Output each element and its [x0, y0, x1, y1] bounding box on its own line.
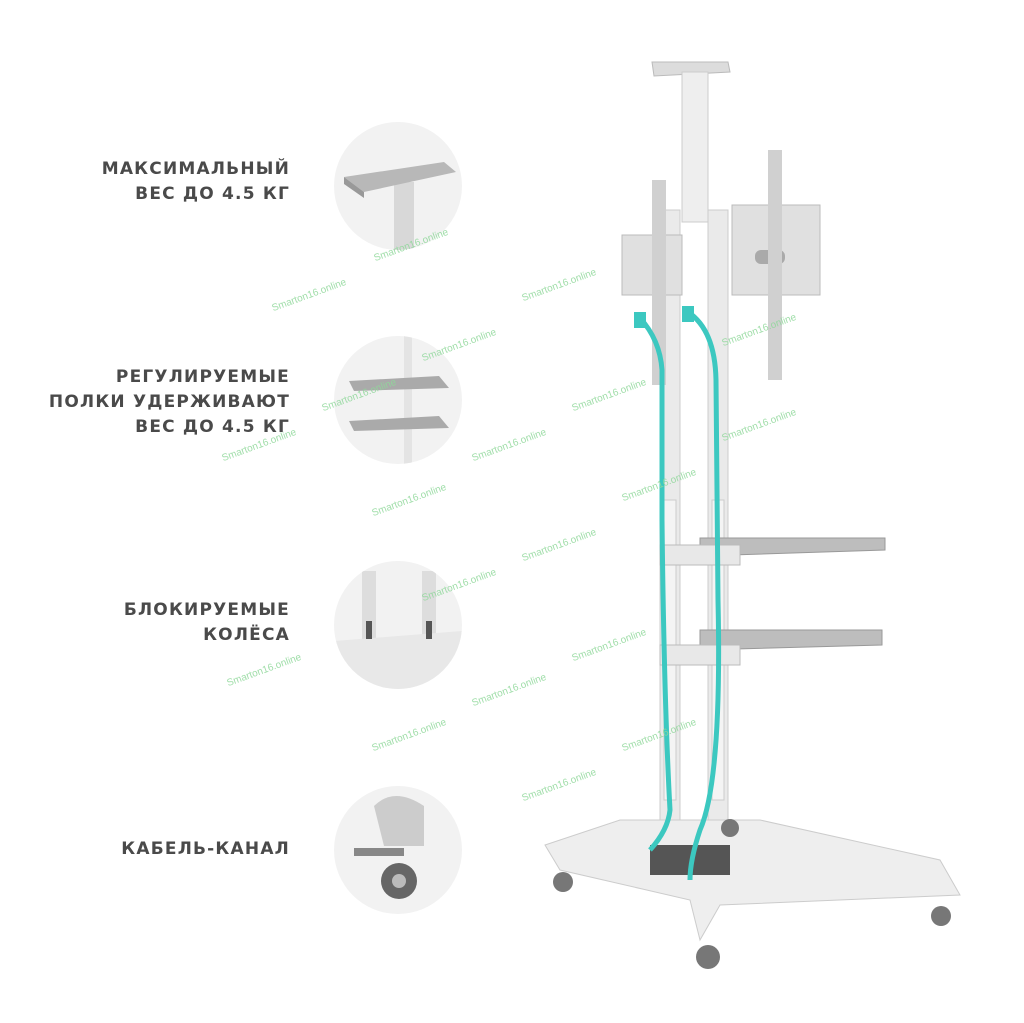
- feature-label-top-shelf: МАКСИМАЛЬНЫЙ ВЕС ДО 4.5 КГ: [102, 157, 290, 207]
- label-line: КАБЕЛЬ-КАНАЛ: [121, 839, 290, 859]
- label-line: ПОЛКИ УДЕРЖИВАЮТ: [48, 392, 290, 412]
- label-line: РЕГУЛИРУЕМЫЕ: [115, 367, 290, 387]
- feature-label-wheels: БЛОКИРУЕМЫЕ КОЛЁСА: [124, 598, 290, 648]
- detail-image-top-shelf: [334, 122, 462, 250]
- detail-image-shelves: [334, 336, 462, 464]
- label-line: ВЕС ДО 4.5 КГ: [135, 417, 290, 437]
- detail-image-wheels: [334, 561, 462, 689]
- label-line: МАКСИМАЛЬНЫЙ: [101, 159, 290, 179]
- feature-label-cable: КАБЕЛЬ-КАНАЛ: [121, 837, 290, 862]
- feature-label-shelves: РЕГУЛИРУЕМЫЕ ПОЛКИ УДЕРЖИВАЮТ ВЕС ДО 4.5…: [49, 365, 290, 440]
- label-line: КОЛЁСА: [203, 625, 290, 645]
- detail-image-caster: [334, 786, 462, 914]
- label-line: БЛОКИРУЕМЫЕ: [123, 600, 290, 620]
- label-line: ВЕС ДО 4.5 КГ: [135, 184, 290, 204]
